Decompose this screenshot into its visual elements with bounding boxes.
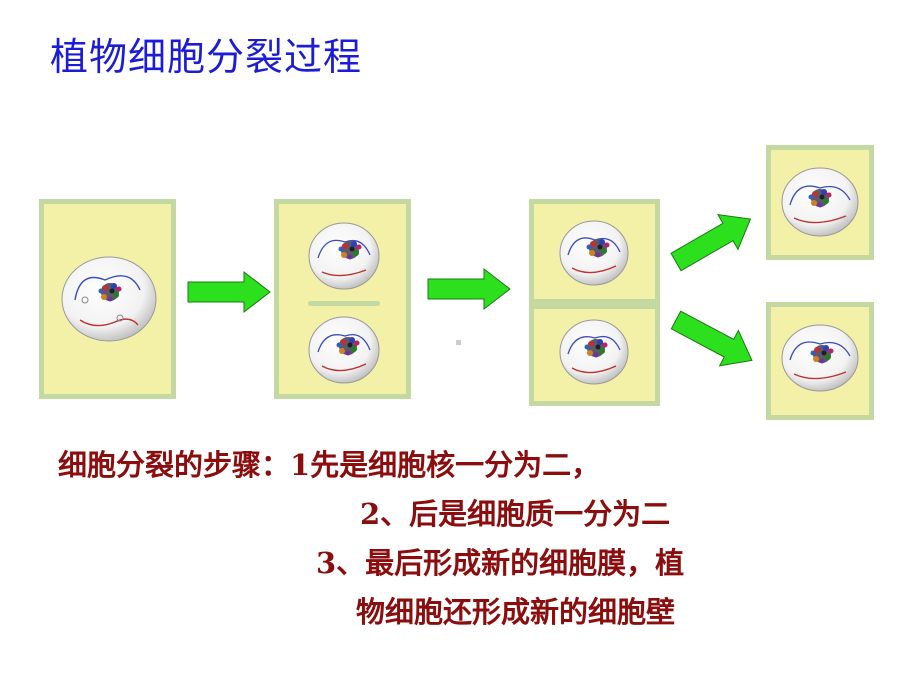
arrow-right-2 — [427, 267, 511, 311]
daughter-cell-1 — [766, 145, 874, 260]
cell-division-diagram — [39, 145, 874, 420]
cell-stage-2 — [274, 199, 411, 399]
daughter-cell-2 — [766, 302, 874, 420]
step-line-1: 细胞分裂的步骤：1先是细胞核一分为二， — [58, 448, 601, 482]
nucleus-top — [308, 222, 380, 290]
nucleus — [61, 256, 157, 342]
arrow-down-right — [670, 310, 753, 367]
nucleus-top — [559, 220, 629, 286]
nucleus-bottom — [308, 316, 380, 384]
nucleus-bottom — [559, 319, 629, 385]
arrow-right-1 — [187, 270, 271, 314]
cell-stage-3 — [529, 199, 660, 406]
step-line-4: 物细胞还形成新的细胞壁 — [356, 595, 676, 629]
cell-stage-1 — [39, 199, 176, 399]
step-line-2: 2、后是细胞质一分为二 — [360, 497, 671, 531]
arrow-up-right — [670, 214, 752, 272]
step-line-3: 3、最后形成新的细胞膜，植 — [316, 546, 685, 580]
page-title: 植物细胞分裂过程 — [50, 35, 363, 79]
